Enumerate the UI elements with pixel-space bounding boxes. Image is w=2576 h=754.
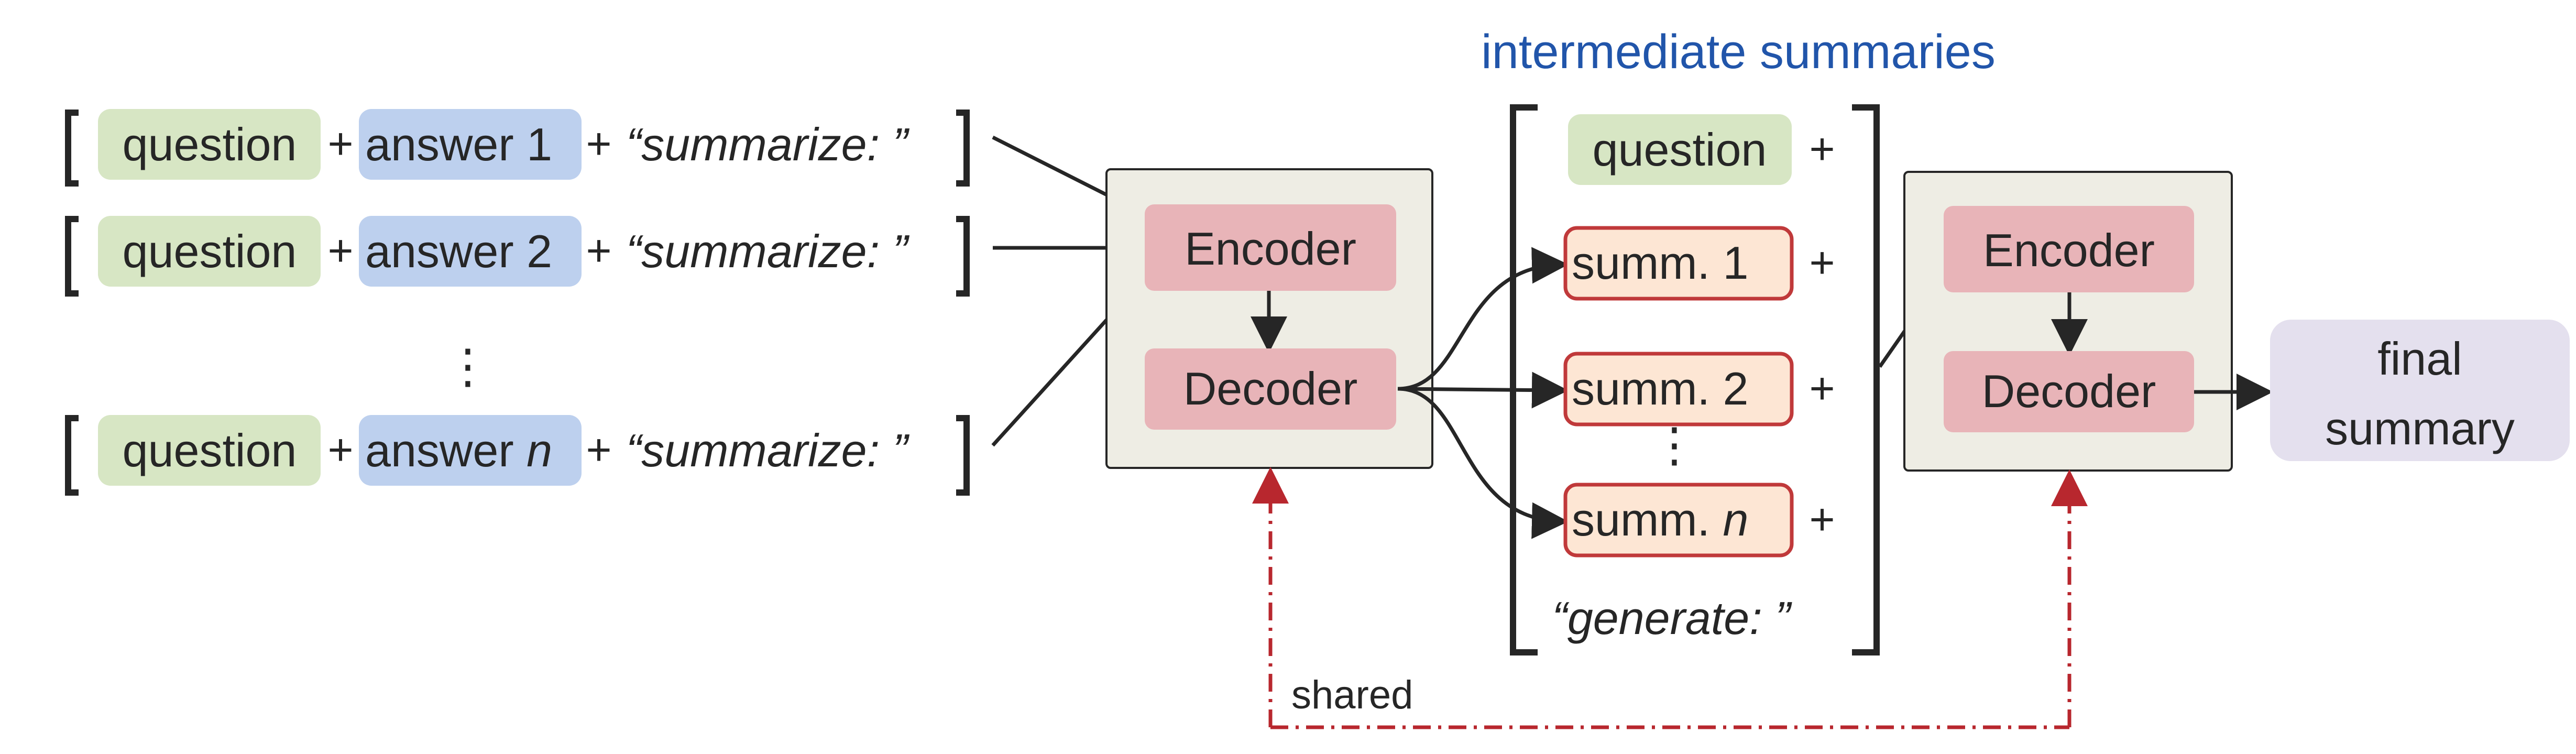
question-label: question (1593, 124, 1767, 176)
input-row-2: question + answer 2 + “summarize: ” (65, 216, 970, 297)
shared-label: shared (1291, 673, 1413, 717)
right-bracket (956, 216, 970, 297)
model-2: Encoder Decoder (1903, 171, 2233, 472)
plus-sign: + (1809, 124, 1835, 173)
decoder-2 (1944, 351, 2194, 432)
summ-2-label: summ. 2 (1572, 363, 1748, 414)
answer-label: answer 1 (365, 118, 552, 170)
big-right-bracket (1852, 104, 1880, 655)
plus-sign: + (586, 119, 611, 168)
right-bracket (956, 415, 970, 496)
plus-sign: + (1809, 364, 1835, 413)
question-label: question (123, 225, 297, 277)
plus-sign: + (327, 226, 353, 275)
decoder-1-label: Decoder (1183, 363, 1358, 414)
final-summary-box (2270, 320, 2570, 461)
question-chip (98, 415, 321, 486)
shared-connector: shared (1252, 467, 2088, 729)
encoder-2 (1944, 206, 2194, 292)
summarize-prompt: “summarize: ” (626, 225, 909, 277)
question-chip (1568, 114, 1792, 185)
answer-chip (359, 109, 582, 180)
decoder-2-label: Decoder (1982, 365, 2156, 417)
arrow-decoder1-to-summ2 (1397, 371, 1569, 409)
left-bracket (65, 216, 79, 297)
final-summary-line1: final (2377, 333, 2462, 385)
summ-ellipsis: ⋮ (1651, 419, 1698, 472)
arrow-decoder1-to-summ1 (1397, 247, 1569, 391)
summ-n-label: summ. n (1572, 494, 1748, 545)
summ-1 (1563, 226, 1794, 301)
summarize-prompt: “summarize: ” (626, 424, 909, 476)
summ-2 (1563, 352, 1794, 427)
plus-sign: + (327, 119, 353, 168)
rows-ellipsis: ⋮ (444, 341, 491, 393)
input-row-1: question + answer 1 + “summarize: ” (65, 109, 970, 187)
right-bracket (956, 110, 970, 187)
answer-label: answer n (365, 424, 552, 476)
answer-chip (359, 415, 582, 486)
answer-label: answer 2 (365, 225, 552, 277)
decoder-1 (1145, 348, 1396, 430)
plus-sign: + (586, 425, 611, 474)
final-summary-line2: summary (2325, 402, 2515, 454)
plus-sign: + (1809, 495, 1835, 544)
intermediate-summaries-title: intermediate summaries (1481, 25, 1996, 79)
plus-sign: + (586, 226, 611, 275)
answer-chip (359, 216, 582, 287)
question-chip (98, 216, 321, 287)
left-bracket (65, 415, 79, 496)
encoder-1 (1145, 204, 1396, 291)
summ-1-label: summ. 1 (1572, 237, 1748, 289)
question-label: question (123, 118, 297, 170)
model-1: Encoder Decoder (1105, 168, 1433, 469)
encoder-1-label: Encoder (1185, 223, 1356, 275)
generate-prompt: “generate: ” (1552, 592, 1793, 644)
big-left-bracket (1510, 104, 1538, 655)
question-chip (98, 109, 321, 180)
summ-n (1563, 483, 1794, 558)
intermediate-group: question + summ. 1 + summ. 2 + ⋮ summ. n… (1510, 104, 1880, 655)
input-row-n: question + answer n + “summarize: ” (65, 415, 970, 496)
plus-sign: + (1809, 238, 1835, 287)
summarize-prompt: “summarize: ” (626, 118, 909, 170)
left-bracket (65, 110, 79, 187)
encoder-2-label: Encoder (1983, 224, 2155, 276)
final-summary: final summary (2270, 320, 2570, 461)
question-label: question (123, 424, 297, 476)
plus-sign: + (327, 425, 353, 474)
arrow-decoder1-to-summn (1397, 387, 1569, 539)
